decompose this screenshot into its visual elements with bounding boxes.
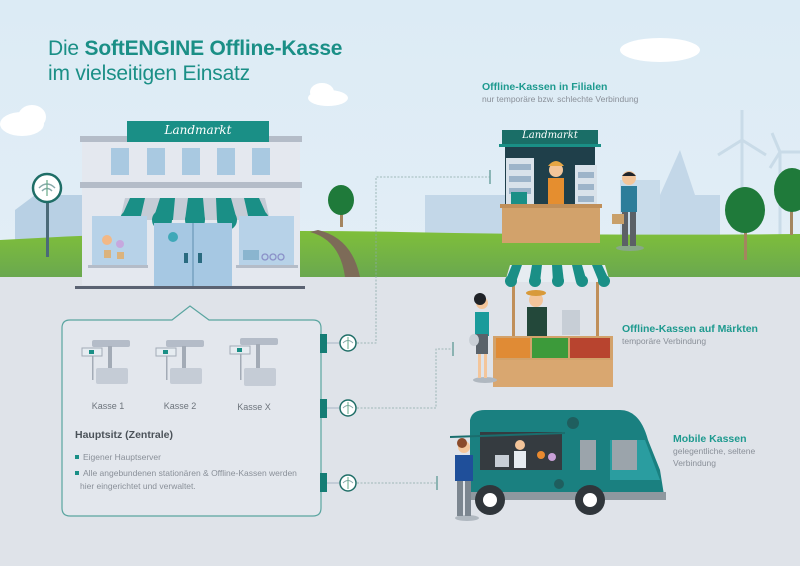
location-subtitle: nur temporäre bzw. schlechte Verbindung xyxy=(482,94,639,104)
title-prefix: Die xyxy=(48,37,85,60)
location-subtitle: Verbindung xyxy=(673,458,717,468)
port-tab-2 xyxy=(320,399,327,418)
hq-title: Hauptsitz (Zentrale) xyxy=(75,429,174,441)
store-sign-text: Landmarkt xyxy=(164,123,232,137)
truck-customer xyxy=(455,438,479,521)
connection-lines xyxy=(357,176,490,484)
line-to-branch xyxy=(357,176,490,344)
mobile-truck xyxy=(450,410,666,515)
pos-terminal-icon-3 xyxy=(229,338,278,386)
location-label-mobile: Mobile Kassen gelegentliche, seltene Ver… xyxy=(673,433,755,469)
hq-bullet-continuation: hier eingerichtet und verwaltet. xyxy=(80,481,196,491)
location-label-branch: Offline-Kassen in Filialen nur temporäre… xyxy=(482,81,638,105)
hq-bullet: Eigener Hauptserver xyxy=(75,451,315,464)
store-sign-board xyxy=(127,121,269,142)
dirt-path xyxy=(310,230,360,277)
tree-right-2 xyxy=(774,168,800,235)
walking-customer xyxy=(612,171,644,251)
cloud-middle xyxy=(308,83,348,106)
kiosk-store xyxy=(499,130,602,243)
kiosk-sign-text: Landmarkt xyxy=(522,130,578,141)
location-label-market: Offline-Kassen auf Märkten temporäre Ver… xyxy=(622,323,758,347)
distant-house-left xyxy=(15,195,85,240)
location-title: Offline-Kassen auf Märkten xyxy=(622,323,758,335)
line-endcaps xyxy=(436,170,491,490)
main-store xyxy=(75,121,305,289)
port-tab-3 xyxy=(320,473,327,492)
line-to-market xyxy=(357,348,452,409)
register-label: Kasse X xyxy=(237,402,271,412)
pos-terminal-icon-1 xyxy=(81,340,130,384)
register-label: Kasse 2 xyxy=(163,401,197,411)
title-line2: im vielseitigen Einsatz xyxy=(48,62,250,85)
wifi-antenna-icon-1 xyxy=(339,334,357,352)
location-title: Mobile Kassen xyxy=(673,433,747,445)
tree-small xyxy=(328,185,354,227)
location-subtitle: temporäre Verbindung xyxy=(622,336,707,346)
wifi-signpost xyxy=(31,172,63,257)
location-title: Offline-Kassen in Filialen xyxy=(482,81,608,93)
title-brand: SoftENGINE Offline-Kasse xyxy=(84,37,343,60)
distant-church xyxy=(660,150,720,240)
register-label: Kasse 1 xyxy=(91,401,125,411)
location-subtitle: gelegentliche, seltene xyxy=(673,446,756,456)
port-tab-1 xyxy=(320,334,327,353)
market-stall xyxy=(493,265,613,387)
distant-building xyxy=(425,195,505,240)
wifi-antenna-icon-2 xyxy=(339,399,357,417)
market-customer xyxy=(469,293,497,383)
tree-right-1 xyxy=(725,187,765,260)
pos-terminal-icon-2 xyxy=(155,340,204,384)
hq-bullet: Alle angebundenen stationären & Offline-… xyxy=(75,467,315,480)
cloud-right xyxy=(620,38,700,62)
cloud-left xyxy=(0,105,46,136)
page-title: Die SoftENGINE Offline-Kasse im vielseit… xyxy=(48,36,342,86)
wifi-antenna-icon-3 xyxy=(339,474,357,492)
kiosk-sign-board xyxy=(502,130,598,145)
hq-bullet-list: Eigener Hauptserver Alle angebundenen st… xyxy=(75,451,315,492)
